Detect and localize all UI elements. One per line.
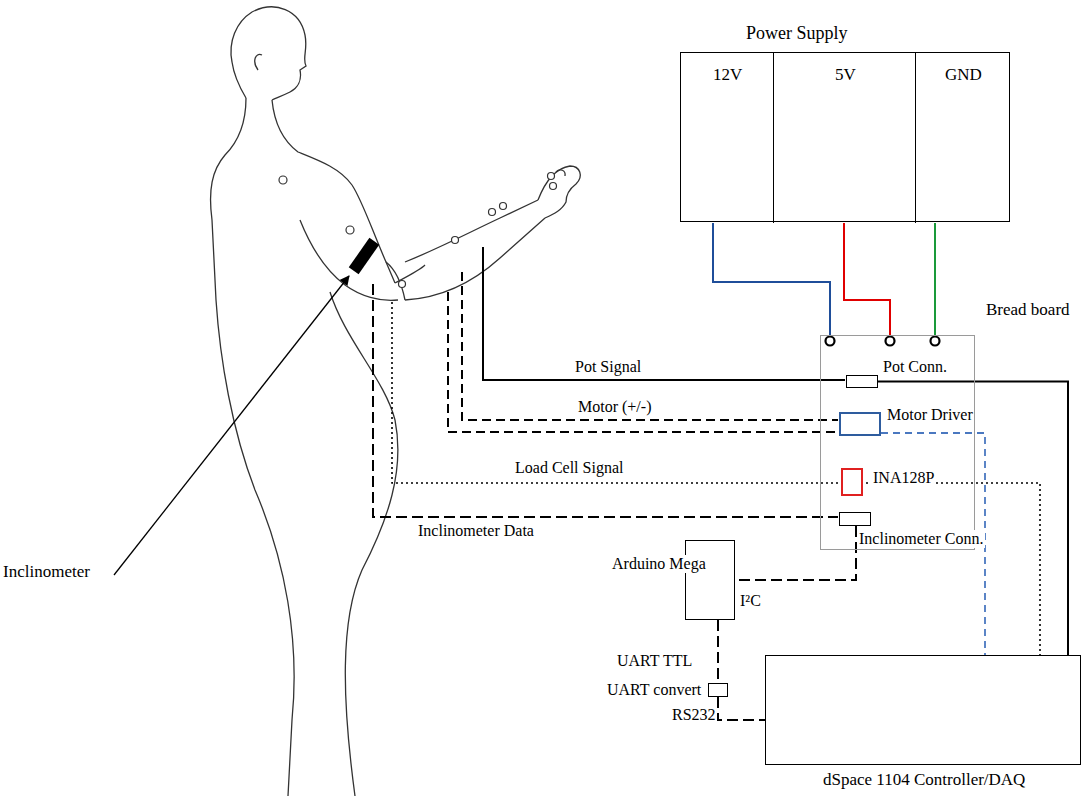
node-label: 12V: [713, 65, 742, 85]
controller-box: dSpace 1104 Controller/DAQ: [765, 655, 1081, 765]
load-cell-wire: [392, 302, 1040, 655]
power-supply-box: Power Supply12V5VGND: [680, 52, 1010, 222]
edge-label: RS232: [672, 706, 716, 724]
connector: Inclinometer Conn.: [839, 512, 871, 526]
node-label: GND: [945, 65, 982, 85]
node-label: Inclinometer Conn.: [857, 530, 985, 548]
wire-connector: [878, 382, 1068, 656]
pot-signal-wire: [483, 247, 845, 380]
node-label: Pot Conn.: [883, 358, 947, 376]
marker-dots: [279, 173, 557, 288]
annotation-label: Load Cell Signal: [515, 459, 623, 477]
node-label: INA128P: [871, 469, 936, 487]
node-label: Bread board: [986, 300, 1070, 320]
node-label: dSpace 1104 Controller/DAQ: [823, 770, 1025, 790]
inclinometer-sensor: [349, 238, 379, 274]
motor-wire: [448, 292, 838, 432]
wire-connector: [713, 223, 830, 335]
human-figure: [211, 7, 581, 796]
node-label: Arduino Mega: [610, 555, 708, 573]
edge-label: I²C: [740, 592, 761, 610]
connector: Pot Conn.: [846, 375, 878, 388]
breadboard: Bread boardPot Conn.Motor DriverINA128PI…: [820, 335, 975, 550]
annotation-label: Pot Signal: [575, 358, 641, 376]
amplifier-chip: INA128P: [841, 468, 863, 496]
leader-arrow: [114, 276, 349, 575]
wire-connector: [718, 697, 765, 720]
converter-box: UART convert: [708, 683, 728, 697]
node-label: Motor Driver: [887, 406, 973, 424]
node-label: 5V: [835, 65, 856, 85]
terminal-pin: [886, 337, 895, 346]
microcontroller-board: Arduino Mega: [685, 540, 735, 620]
wire-connector: [717, 620, 719, 683]
supply-rail: 5V: [774, 53, 916, 223]
inclinometer-wire: [373, 284, 838, 517]
annotation-label: Inclinometer Data: [418, 522, 534, 540]
terminal-pin: [826, 337, 835, 346]
edge-label: UART TTL: [617, 652, 692, 670]
node-label: Power Supply: [746, 23, 848, 44]
annotation-label: Inclinometer: [3, 562, 90, 582]
terminal-pin: [931, 337, 940, 346]
wire-connector: [735, 526, 856, 580]
node-label: UART convert: [607, 681, 701, 699]
supply-rail: 12V: [681, 53, 774, 223]
motor-wire: [462, 272, 838, 420]
motor-driver-chip: Motor Driver: [839, 412, 881, 436]
wire-connector: [934, 223, 936, 335]
annotation-label: Motor (+/-): [578, 398, 651, 416]
supply-rail: GND: [916, 53, 1011, 223]
wire-connector: [844, 223, 890, 335]
